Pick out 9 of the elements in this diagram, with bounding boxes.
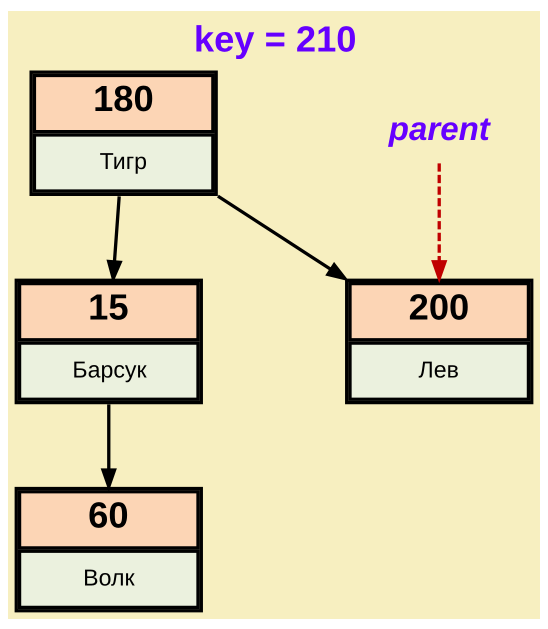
diagram-title: key = 210 (194, 18, 357, 60)
node-text: parent (388, 110, 490, 148)
node-box: 15 Барсук (14, 278, 203, 404)
arrow (217, 194, 350, 281)
node-box: 180 Тигр (29, 70, 218, 196)
arrow (100, 404, 117, 492)
node-box: 200 Лев (345, 278, 534, 404)
arrow (431, 162, 448, 283)
node-box: 60 Волк (14, 486, 203, 612)
